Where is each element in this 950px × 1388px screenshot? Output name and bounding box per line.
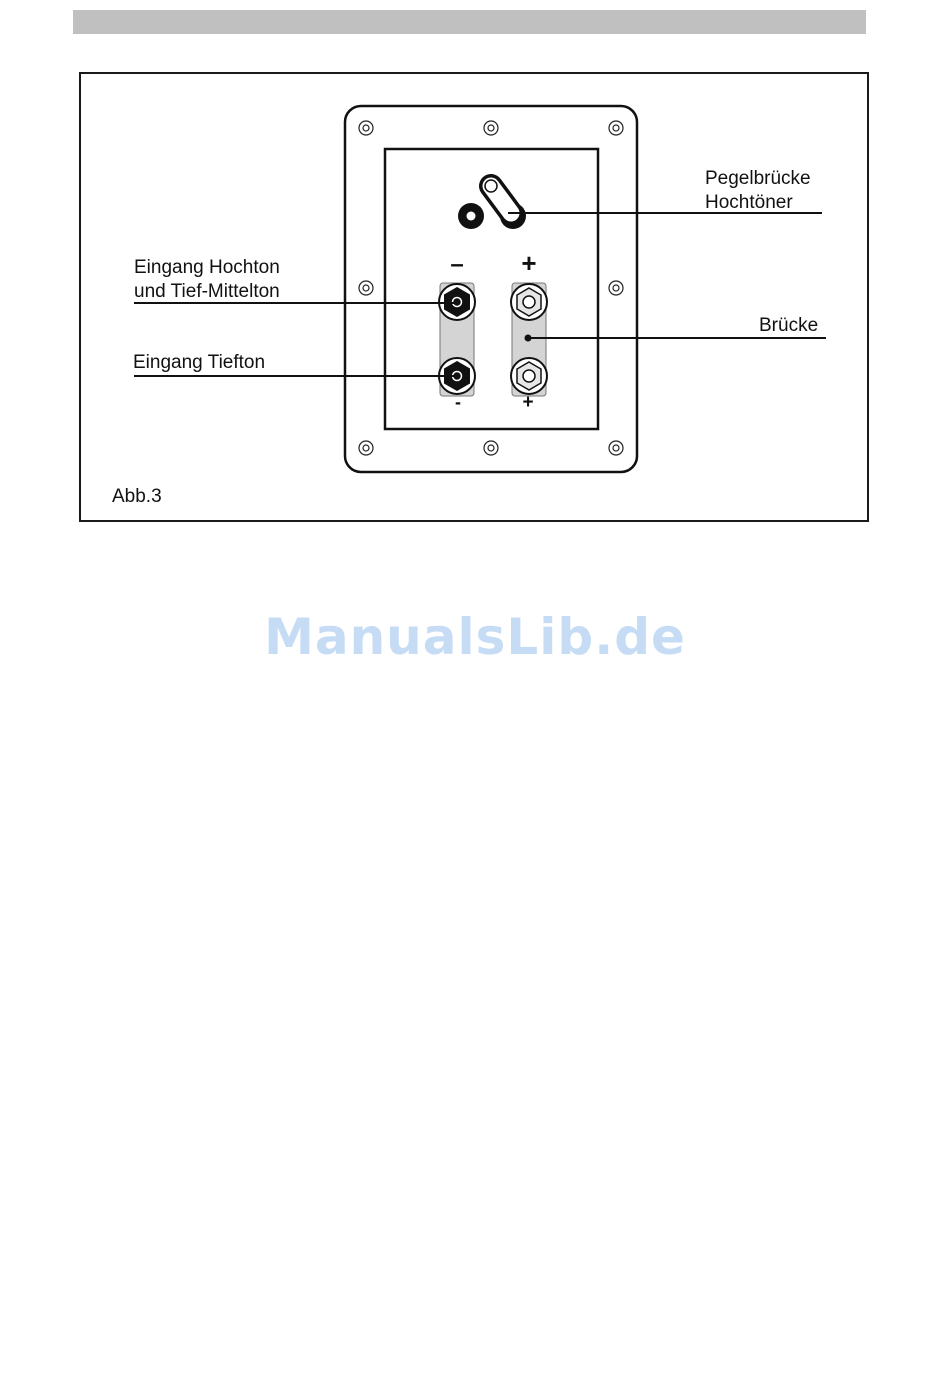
terminal-plus-low <box>511 358 547 394</box>
terminal-plus-high <box>511 284 547 320</box>
watermark: ManualsLib.de <box>0 608 950 666</box>
label-level-bridge-line1: Pegelbrücke <box>705 168 811 190</box>
figure-caption: Abb.3 <box>112 486 162 508</box>
minus-sign-top: – <box>450 251 463 278</box>
label-bridge: Brücke <box>759 315 818 337</box>
label-level-bridge-line2: Hochtöner <box>705 192 793 214</box>
plus-sign-top: + <box>521 248 536 278</box>
label-input-high-line1: Eingang Hochton <box>134 257 280 279</box>
plus-sign-bottom: + <box>522 392 533 413</box>
label-input-low: Eingang Tiefton <box>133 352 265 374</box>
label-input-high-line2: und Tief-Mittelton <box>134 281 280 303</box>
bridge-dot <box>525 335 532 342</box>
minus-sign-bottom: - <box>455 392 461 412</box>
